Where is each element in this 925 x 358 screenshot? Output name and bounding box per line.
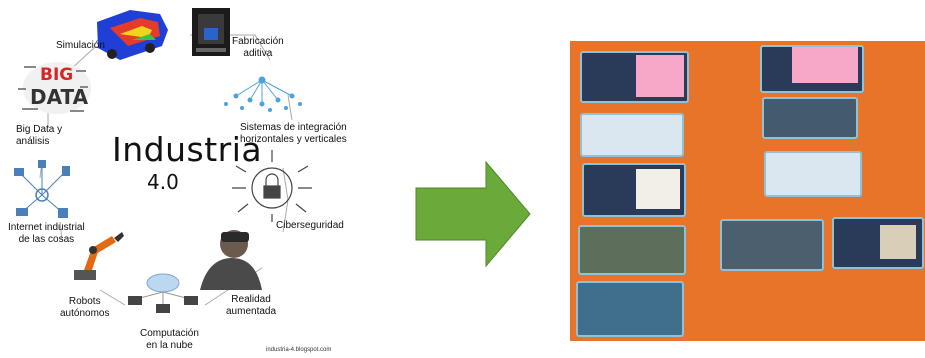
transition-arrow	[415, 160, 531, 268]
diagram-subtitle: 4.0	[147, 170, 179, 194]
network-integration-icon	[224, 76, 302, 112]
photo-card	[762, 97, 858, 139]
photo-card	[576, 281, 684, 337]
photo-card	[582, 163, 686, 217]
cards-photo	[570, 41, 925, 341]
data-word: DATA	[30, 85, 89, 109]
photo-card	[580, 113, 684, 157]
3d-printer-icon	[192, 8, 230, 56]
photo-card	[580, 51, 689, 103]
cloud-computing-icon	[128, 273, 198, 313]
photo-card	[578, 225, 686, 275]
label-robots: Robots autónomos	[60, 296, 110, 319]
big-word: BIG	[40, 65, 73, 85]
label-simulacion: Simulación	[56, 40, 105, 51]
vr-headset-person-icon	[200, 230, 262, 290]
car-simulation-icon	[97, 10, 168, 60]
label-iot: Internet industrial de las cosas	[8, 222, 85, 245]
robot-arm-icon	[74, 232, 124, 280]
label-fabricacion: Fabricación aditiva	[232, 36, 284, 59]
label-realidad: Realidad aumentada	[226, 294, 277, 317]
sticky-note	[636, 55, 684, 97]
photo-card	[832, 217, 924, 269]
big-data-icon: BIG DATA	[18, 62, 91, 114]
label-sistemas: Sistemas de integración horizontales y v…	[240, 122, 347, 145]
photo-card	[764, 151, 862, 197]
label-nube: Computación en la nube	[140, 328, 199, 351]
photo-card	[720, 219, 824, 271]
sticky-note	[792, 47, 858, 83]
iot-devices-icon	[14, 160, 70, 218]
diagram-title: Industria	[112, 130, 263, 169]
label-bigdata: Big Data y análisis	[16, 124, 63, 147]
label-ciberseguridad: Ciberseguridad	[276, 220, 344, 231]
source-credit: industria-4.blogspot.com	[266, 347, 332, 353]
photo-card	[760, 45, 864, 93]
lock-circuit-icon	[232, 150, 312, 222]
